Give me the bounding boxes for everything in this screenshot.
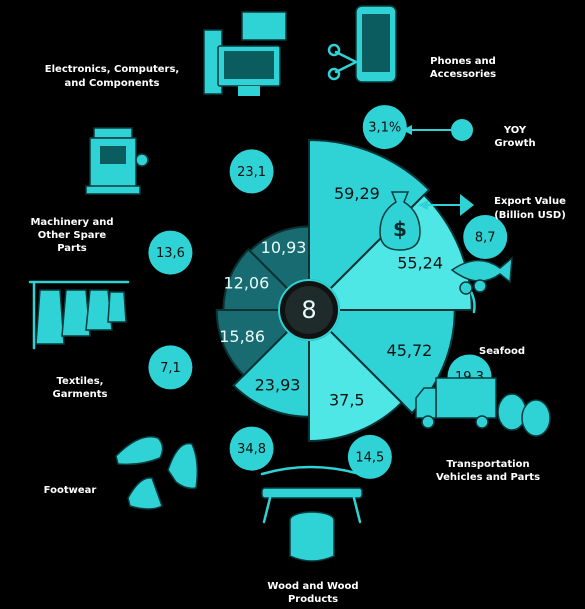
growth-circle-textiles-garments [347, 434, 392, 479]
value-label-footwear: 23,93 [255, 375, 301, 394]
growth-label-footwear: 34,8 [237, 442, 266, 457]
fish-icon [450, 256, 513, 284]
label-electronics: Electronics, Computers,and Components [45, 64, 179, 89]
shoe-icon [115, 436, 199, 510]
segment-values: 59,29 55,24 45,72 37,5 23,93 15,86 12,06 10,93 [219, 184, 443, 410]
dot-arrow-icon [402, 119, 473, 141]
svg-text:$: $ [393, 217, 407, 241]
value-label-textiles-garments: 37,5 [329, 391, 365, 410]
growth-circle-seafood [229, 149, 274, 194]
bench-icon [260, 465, 363, 524]
label-footwear: Footwear [44, 485, 97, 496]
tree-stump-icon [289, 511, 335, 562]
computer-icon [203, 11, 287, 96]
double-arrow-icon [418, 194, 474, 216]
lobster-icon [459, 279, 487, 314]
value-label-electronics-computers-and-components: 55,24 [397, 253, 443, 272]
clothes-rack-icon [28, 280, 130, 350]
growth-label-electronics-computers-and-components: 8,7 [475, 230, 496, 245]
growth-label-transportation-vehicles-and-parts: 13,6 [156, 246, 185, 261]
growth-circle-phones-and-accessories [362, 105, 407, 150]
growth-circle-transportation-vehicles-and-parts [148, 230, 193, 275]
growth-label-seafood: 23,1 [237, 165, 266, 180]
machine-icon [85, 127, 149, 195]
growth-circle-electronics-computers-and-components [463, 214, 508, 259]
value-label-machinery-and-other-spare-parts: 45,72 [387, 341, 433, 360]
value-label-seafood: 10,93 [261, 238, 307, 257]
value-label-phones-and-accessories: 59,29 [334, 184, 380, 203]
value-label-transportation-vehicles-and-parts: 12,06 [223, 274, 269, 293]
truck-icon [415, 377, 497, 429]
growth-circle-footwear [229, 426, 274, 471]
label-textiles: Textiles,Garments [53, 376, 108, 400]
phone-icon [327, 5, 397, 83]
pie-segments [215, 138, 473, 443]
center-value: 8 [301, 296, 316, 324]
value-label-wood-and-wood-products: 15,86 [219, 327, 265, 346]
label-seafood: Seafood [479, 346, 525, 357]
center-inner [285, 286, 333, 334]
growth-label-textiles-garments: 14,5 [355, 450, 384, 465]
growth-label-wood-and-wood-products: 7,1 [160, 361, 181, 376]
growth-label-phones-and-accessories: 3,1% [368, 121, 401, 136]
growth-circle-wood-and-wood-products [148, 345, 193, 390]
tires-icon [497, 393, 551, 437]
legend-export-label: Export Value(Billion USD) [494, 196, 566, 221]
money-bag-icon: $ [379, 181, 421, 251]
